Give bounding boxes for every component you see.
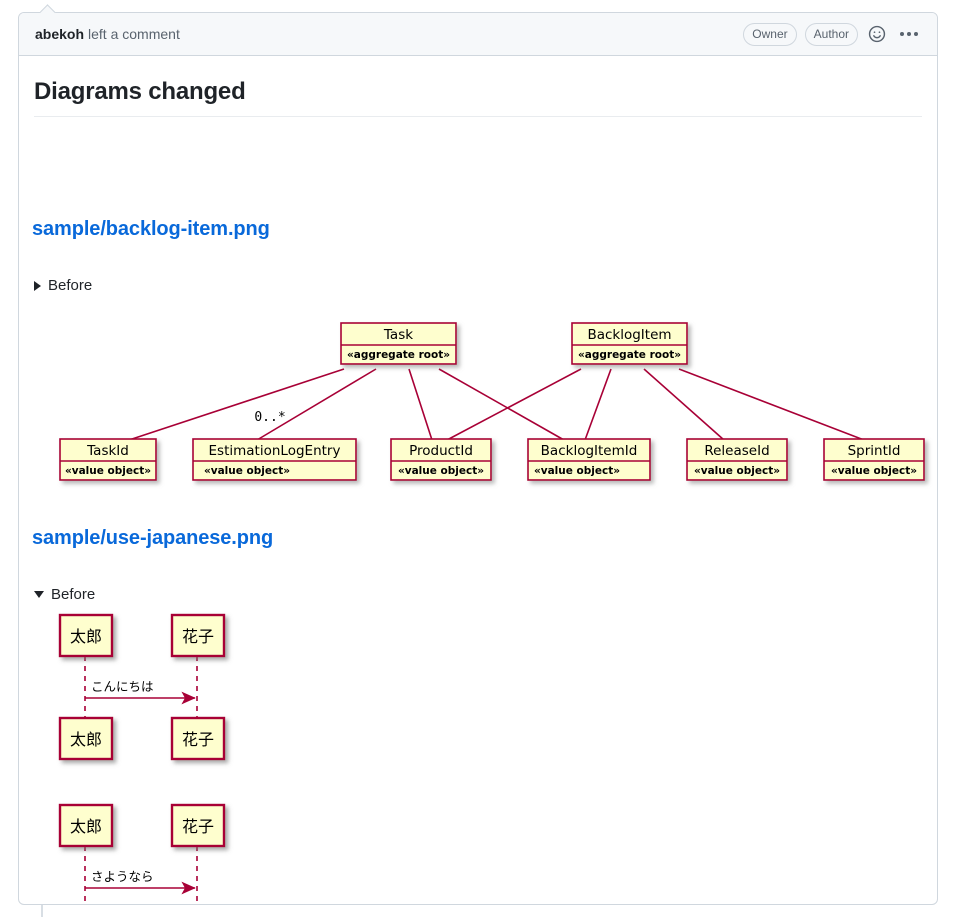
uml-stereotype-taskid: «value object» (65, 465, 151, 477)
uml-stereotype-releaseid: «value object» (694, 465, 780, 477)
uml-stereotype-productid: «value object» (398, 465, 484, 477)
thread-line (41, 905, 43, 917)
uml-sequence-diagram-svg: こんにちは 太郎 花子 太郎 (58, 613, 226, 904)
uml-class-name-releaseid: ReleaseId (704, 443, 769, 459)
uml-class-task (340, 322, 457, 365)
message-label-2: さようなら (91, 869, 154, 884)
diagram-backlog-item: 0..* Task «aggregate root» BacklogItem (19, 308, 937, 508)
uml-class-name-taskid: TaskId (86, 443, 129, 459)
uml-class-backlogitemid (527, 438, 651, 481)
file-link-use-japanese[interactable]: sample/use-japanese.png (32, 527, 274, 549)
uml-class-diagram-svg: 0..* Task «aggregate root» BacklogItem (59, 322, 925, 481)
badge-author: Author (804, 22, 858, 46)
details-toggle-label: Before (48, 277, 93, 294)
edge-label-multiplicity: 0..* (254, 410, 285, 425)
uml-stereotype-backlogitem: «aggregate root» (578, 349, 681, 361)
participant-taro-top-1: 太郎 (70, 627, 102, 646)
details-toggle-before-1[interactable]: Before (34, 277, 92, 294)
participant-hanako-top-1: 花子 (182, 627, 214, 646)
message-label-1: こんにちは (91, 679, 154, 694)
uml-class-productid (390, 438, 492, 481)
uml-stereotype-backlogitemid: «value object» (534, 465, 620, 477)
comment-author[interactable]: abekoh (35, 26, 85, 42)
uml-stereotype-estimationlogentry: «value object» (204, 465, 290, 477)
comment-container: abekoh left a comment Owner Author (18, 12, 938, 905)
uml-stereotype-task: «aggregate root» (347, 349, 450, 361)
kebab-icon[interactable] (896, 23, 922, 45)
uml-edges (128, 368, 865, 441)
uml-class-name-sprintid: SprintId (848, 443, 901, 459)
comment-bubble-pointer (40, 4, 56, 13)
comment-action-text: left a comment (88, 26, 180, 42)
details-toggle-before-2[interactable]: Before (34, 586, 95, 603)
smiley-icon[interactable] (866, 23, 888, 45)
uml-class-name-backlogitem: BacklogItem (587, 327, 671, 343)
comment-header: abekoh left a comment Owner Author (19, 13, 937, 56)
uml-class-taskid (59, 438, 157, 481)
comment-header-actions: Owner Author (743, 22, 922, 46)
uml-class-sprintid (823, 438, 925, 481)
participant-taro-top-2: 太郎 (70, 817, 102, 836)
uml-class-releaseid (686, 438, 788, 481)
participant-hanako-bottom-1: 花子 (182, 730, 214, 749)
badge-owner: Owner (743, 22, 797, 46)
sequence-1: こんにちは 太郎 花子 太郎 (58, 613, 226, 761)
participant-hanako-top-2: 花子 (182, 817, 214, 836)
uml-class-backlogitem (571, 322, 688, 365)
chevron-right-icon (34, 280, 41, 291)
diagram-use-japanese: こんにちは 太郎 花子 太郎 (19, 598, 519, 904)
participant-taro-bottom-1: 太郎 (70, 730, 102, 749)
comment-body: Diagrams changed sample/backlog-item.png… (19, 78, 937, 904)
sequence-2: さようなら 太郎 花子 太郎 花子 (58, 803, 226, 904)
details-toggle-label: Before (51, 586, 96, 603)
page-title: Diagrams changed (34, 78, 922, 117)
uml-class-name-task: Task (383, 327, 413, 343)
uml-class-name-backlogitemid: BacklogItemId (541, 443, 638, 459)
uml-class-estimationlogentry (192, 438, 357, 481)
chevron-down-icon (34, 591, 44, 598)
file-link-backlog-item[interactable]: sample/backlog-item.png (32, 218, 270, 240)
uml-class-name-productid: ProductId (409, 443, 473, 459)
uml-class-name-estimationlogentry: EstimationLogEntry (209, 443, 341, 459)
uml-stereotype-sprintid: «value object» (831, 465, 917, 477)
